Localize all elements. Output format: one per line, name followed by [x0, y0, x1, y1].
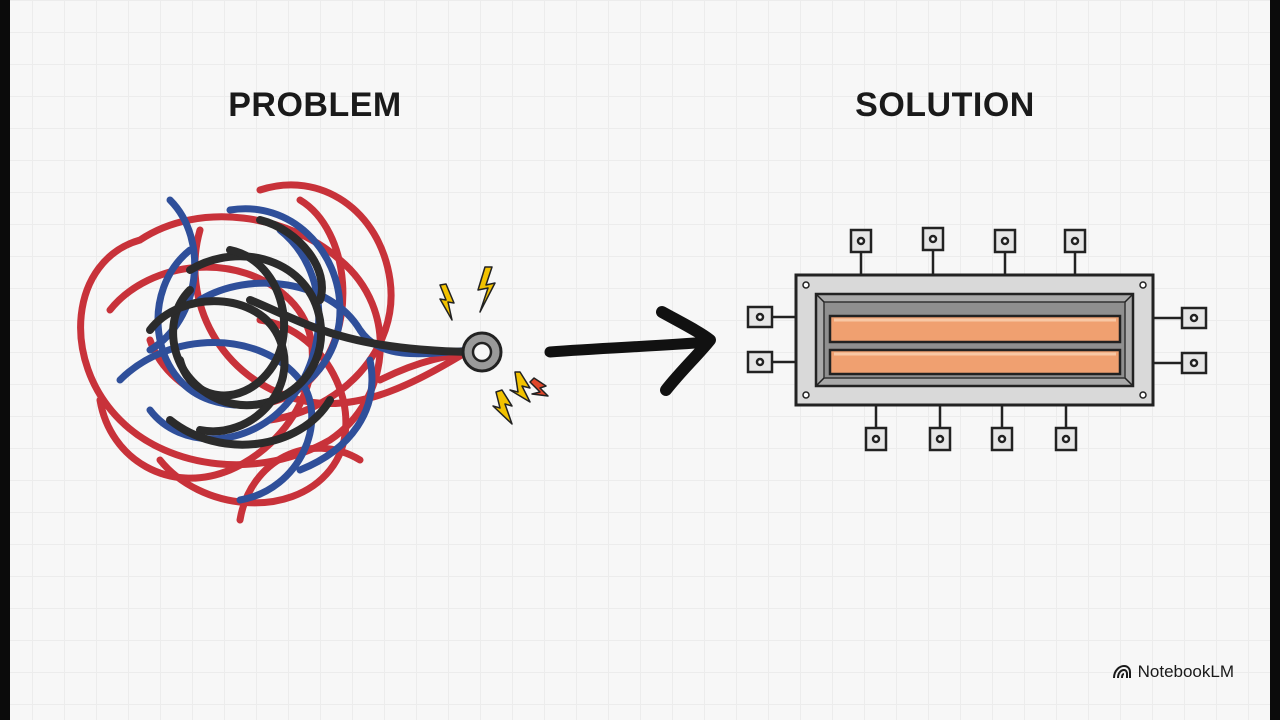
- black-wires: [146, 216, 474, 449]
- transform-arrow: [544, 306, 716, 396]
- tangled-wires-illustration: [77, 181, 479, 524]
- screws: [802, 281, 1147, 399]
- right-edge-bar: [1270, 0, 1280, 720]
- bottom-pins: [864, 404, 1078, 452]
- spark-icon: [477, 266, 496, 313]
- spark-icons: [439, 266, 549, 425]
- solution-heading: SOLUTION: [855, 86, 1035, 124]
- spark-icon: [492, 389, 513, 425]
- connector-ring: [461, 331, 503, 373]
- spark-icon: [509, 371, 531, 403]
- side-pins: [746, 305, 1208, 375]
- notebooklm-logo-icon: [1112, 664, 1131, 679]
- notebooklm-branding: NotebookLM: [1112, 662, 1234, 682]
- brand-label: NotebookLM: [1137, 662, 1234, 681]
- problem-heading: PROBLEM: [228, 86, 402, 124]
- spark-icon: [529, 377, 549, 397]
- left-edge-bar: [0, 0, 10, 720]
- organized-module-illustration: [746, 226, 1208, 452]
- spark-icon: [439, 283, 455, 321]
- top-pins: [849, 226, 1087, 276]
